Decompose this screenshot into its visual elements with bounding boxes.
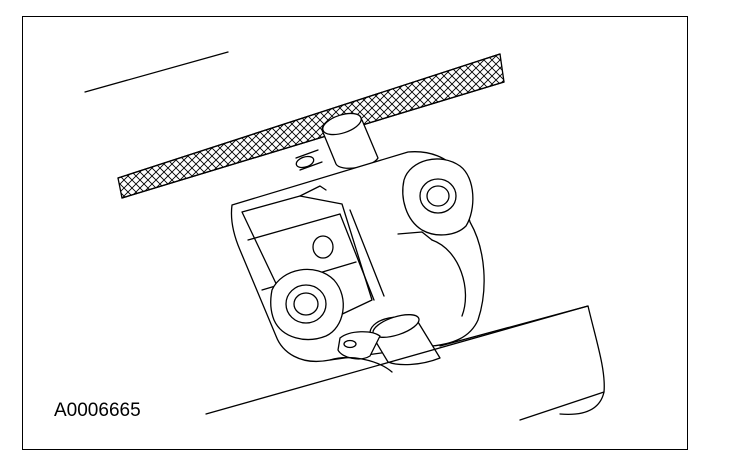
lower-cover [205, 305, 605, 416]
bleed-hole [312, 235, 334, 259]
plunger-top-cap [322, 112, 362, 136]
figure-id-label: A0006665 [54, 400, 141, 421]
hatched-rail-edge [117, 53, 505, 199]
upper-guide-line [84, 51, 229, 93]
